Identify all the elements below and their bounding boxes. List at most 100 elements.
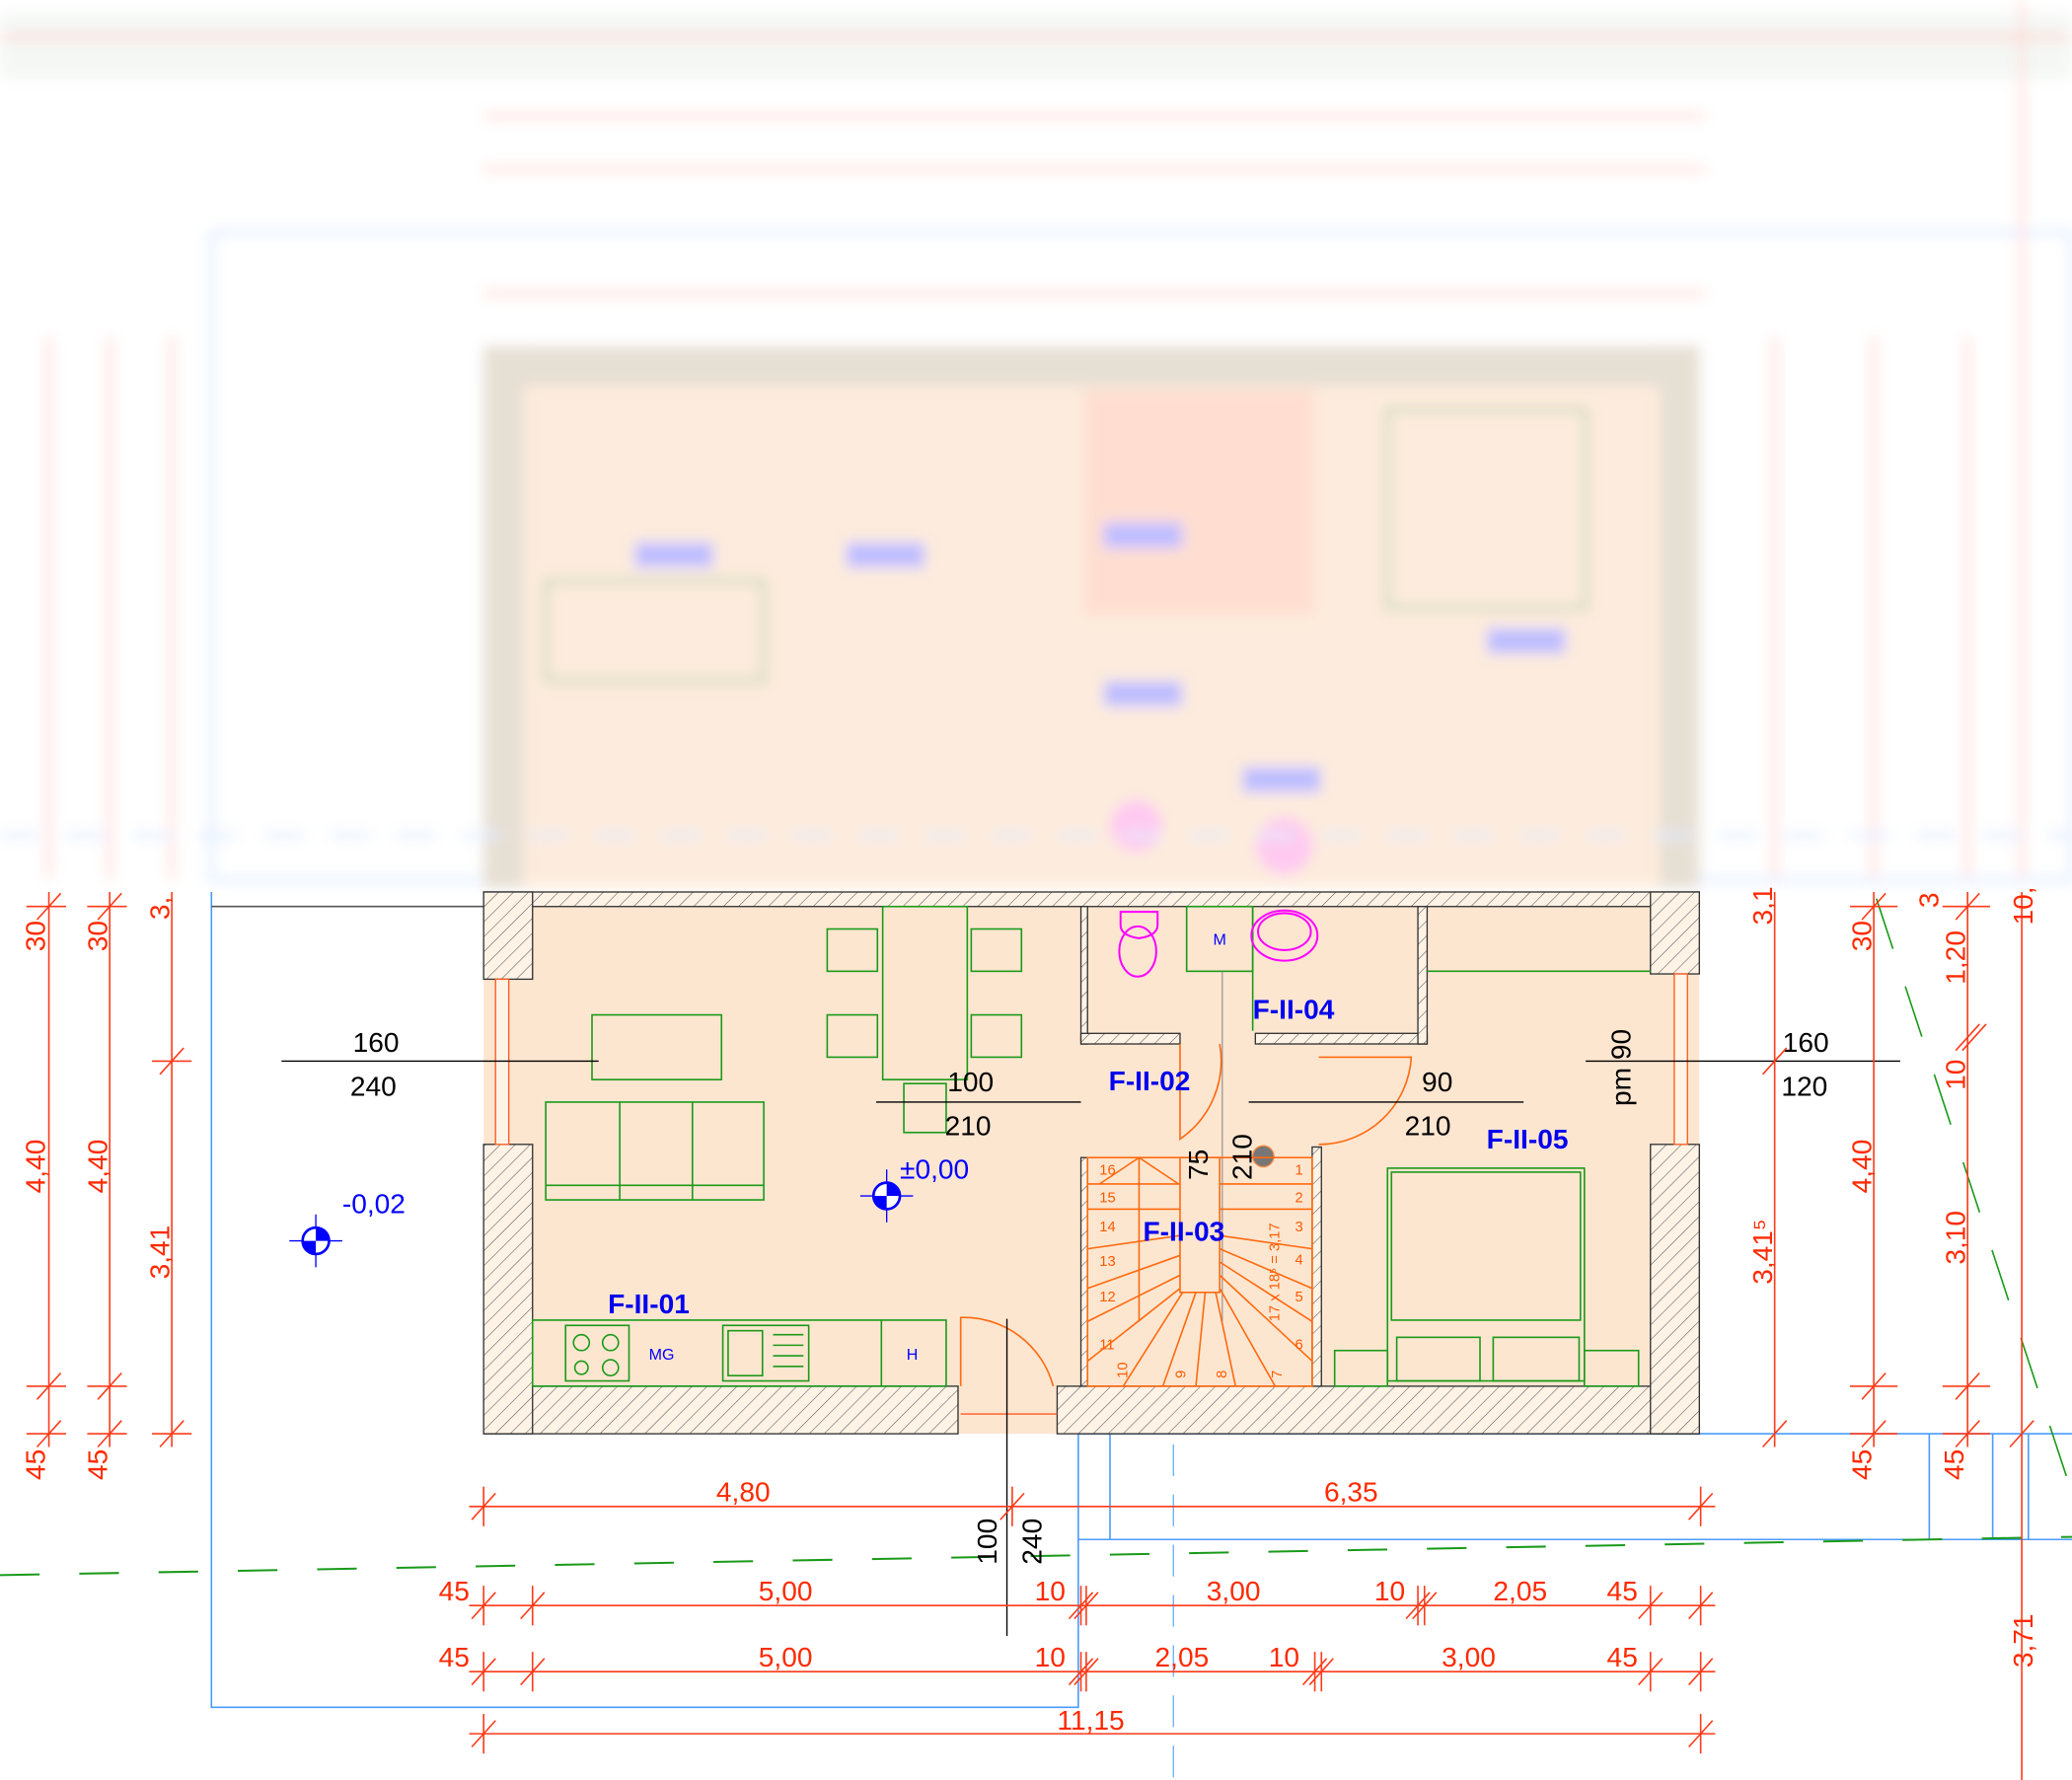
room-label-f-ii-04: F-II-04 [1253,995,1335,1025]
room-label-f-ii-03: F-II-03 [1143,1217,1224,1247]
stair-step-numbers: 1 2 3 4 5 6 7 8 9 10 11 12 13 14 15 16 1… [1099,1163,1302,1378]
dim-label: 10 [1941,1060,1971,1090]
door-entry-width: 100 [972,1519,1002,1565]
step-number: 9 [1173,1371,1189,1378]
step-number: 5 [1295,1290,1302,1305]
ghost-upper-plan [0,0,2072,888]
dim-label: 5,00 [759,1576,813,1606]
dim-label: 30 [21,921,51,951]
dim-label: 45 [1846,1449,1877,1480]
dim-label: 45 [1607,1642,1638,1672]
window-right-height: 120 [1781,1071,1827,1101]
stove-label: MG [649,1346,675,1364]
bathroom-fixtures [1118,909,1319,978]
boundary-dashed-diagonal [1876,898,2072,1494]
dim-label: 3,10 [1941,1211,1971,1265]
bed [1333,1167,1640,1387]
dim-label: 45 [1607,1576,1638,1606]
dim-label: 3,41⁵ [1747,1219,1778,1284]
dim-label: 30 [82,921,112,951]
dimension-lines-bottom [469,1486,1716,1754]
dim-label: 4,40 [82,1140,112,1194]
staircase [1086,1156,1313,1387]
step-number: 3 [1295,1220,1302,1235]
dim-label: 6,35 [1324,1476,1378,1507]
washbasin-icon [1250,909,1319,962]
level-interior: ±0,00 [900,1154,969,1185]
dim-label: 3,00 [1207,1576,1261,1606]
step-number: 2 [1295,1191,1302,1207]
step-number: 1 [1295,1163,1302,1179]
door-stair-width: 75 [1183,1150,1214,1180]
step-number: 12 [1099,1290,1115,1305]
dim-label: 3,00 [1442,1642,1496,1672]
dim-label: 45 [1939,1449,1969,1480]
dim-label: 10 [1269,1642,1299,1672]
door-living-height: 210 [945,1110,992,1141]
step-number: 13 [1099,1254,1115,1270]
wall-stair-east [1311,1146,1322,1387]
wall-south-right [1056,1385,1700,1435]
level-marker-icon [287,1213,344,1269]
furniture [531,905,1651,1387]
door-entry-height: 240 [1016,1519,1047,1565]
step-number: 4 [1295,1253,1302,1269]
dim-label: 10, [2008,886,2038,925]
dim-label: 4,40 [1846,1140,1877,1194]
door-bedroom-height: 210 [1405,1110,1451,1141]
dim-label: 3,1 [1747,886,1778,925]
sink-icon [721,1324,810,1382]
room-label-f-ii-05: F-II-05 [1487,1124,1569,1154]
wall-west-bottom [482,1144,534,1435]
window-left-width: 160 [353,1027,400,1058]
dim-label: 45 [439,1576,470,1606]
dim-label: 45 [21,1449,51,1480]
chair [970,927,1023,973]
sofa [545,1101,765,1201]
fridge-label: H [907,1346,919,1364]
doors [959,1043,1413,1415]
wall-bath-west [1079,906,1088,1045]
stove-icon [564,1324,630,1382]
dim-label: 3 [1914,892,1945,908]
wall-stair-west [1079,1156,1088,1387]
wall-east-bottom [1650,1144,1700,1435]
dim-label: 45 [439,1642,470,1672]
dim-total-label: 11,15 [1057,1705,1124,1736]
door-bedroom-width: 90 [1422,1067,1452,1097]
level-exterior: -0,02 [342,1188,406,1219]
boundary-dashed-line [0,1535,2072,1577]
nightstand [1583,1349,1640,1387]
building [482,891,1700,1435]
step-number: 6 [1295,1337,1302,1353]
wall-north [482,891,1700,908]
door-living-width: 100 [947,1067,994,1097]
dim-label: 45 [82,1449,112,1480]
dim-label: 10 [1035,1642,1066,1672]
dim-label: 3,41 [144,1225,175,1280]
dim-label: 4,40 [21,1140,51,1194]
bedroom-note: pm 90 [1606,1029,1637,1106]
stair-formula: 17 x 18⁵ = 3,17 [1267,1223,1283,1321]
room-label-f-ii-01: F-II-01 [608,1289,690,1319]
washer-label: M [1213,931,1225,949]
chair [826,1013,879,1059]
nightstand [1333,1349,1389,1387]
window-right-width: 160 [1783,1027,1829,1058]
dim-label: 3, [144,897,175,920]
step-number: 14 [1099,1220,1115,1235]
toilet-tank-icon [1119,911,1159,939]
wall-bath-east [1417,906,1429,1045]
dimension-lines-right [1762,892,2035,1780]
column-marker [1251,1145,1275,1168]
chair [970,1013,1023,1059]
window-left-height: 240 [350,1071,397,1101]
dim-label: 4,80 [716,1476,771,1507]
step-number: 15 [1099,1191,1115,1207]
window-west [494,978,510,1146]
chair [826,927,879,973]
wall-west-top [482,891,534,981]
toilet-icon [1118,925,1157,978]
step-number: 16 [1099,1163,1115,1179]
wall-east-top [1650,891,1700,975]
